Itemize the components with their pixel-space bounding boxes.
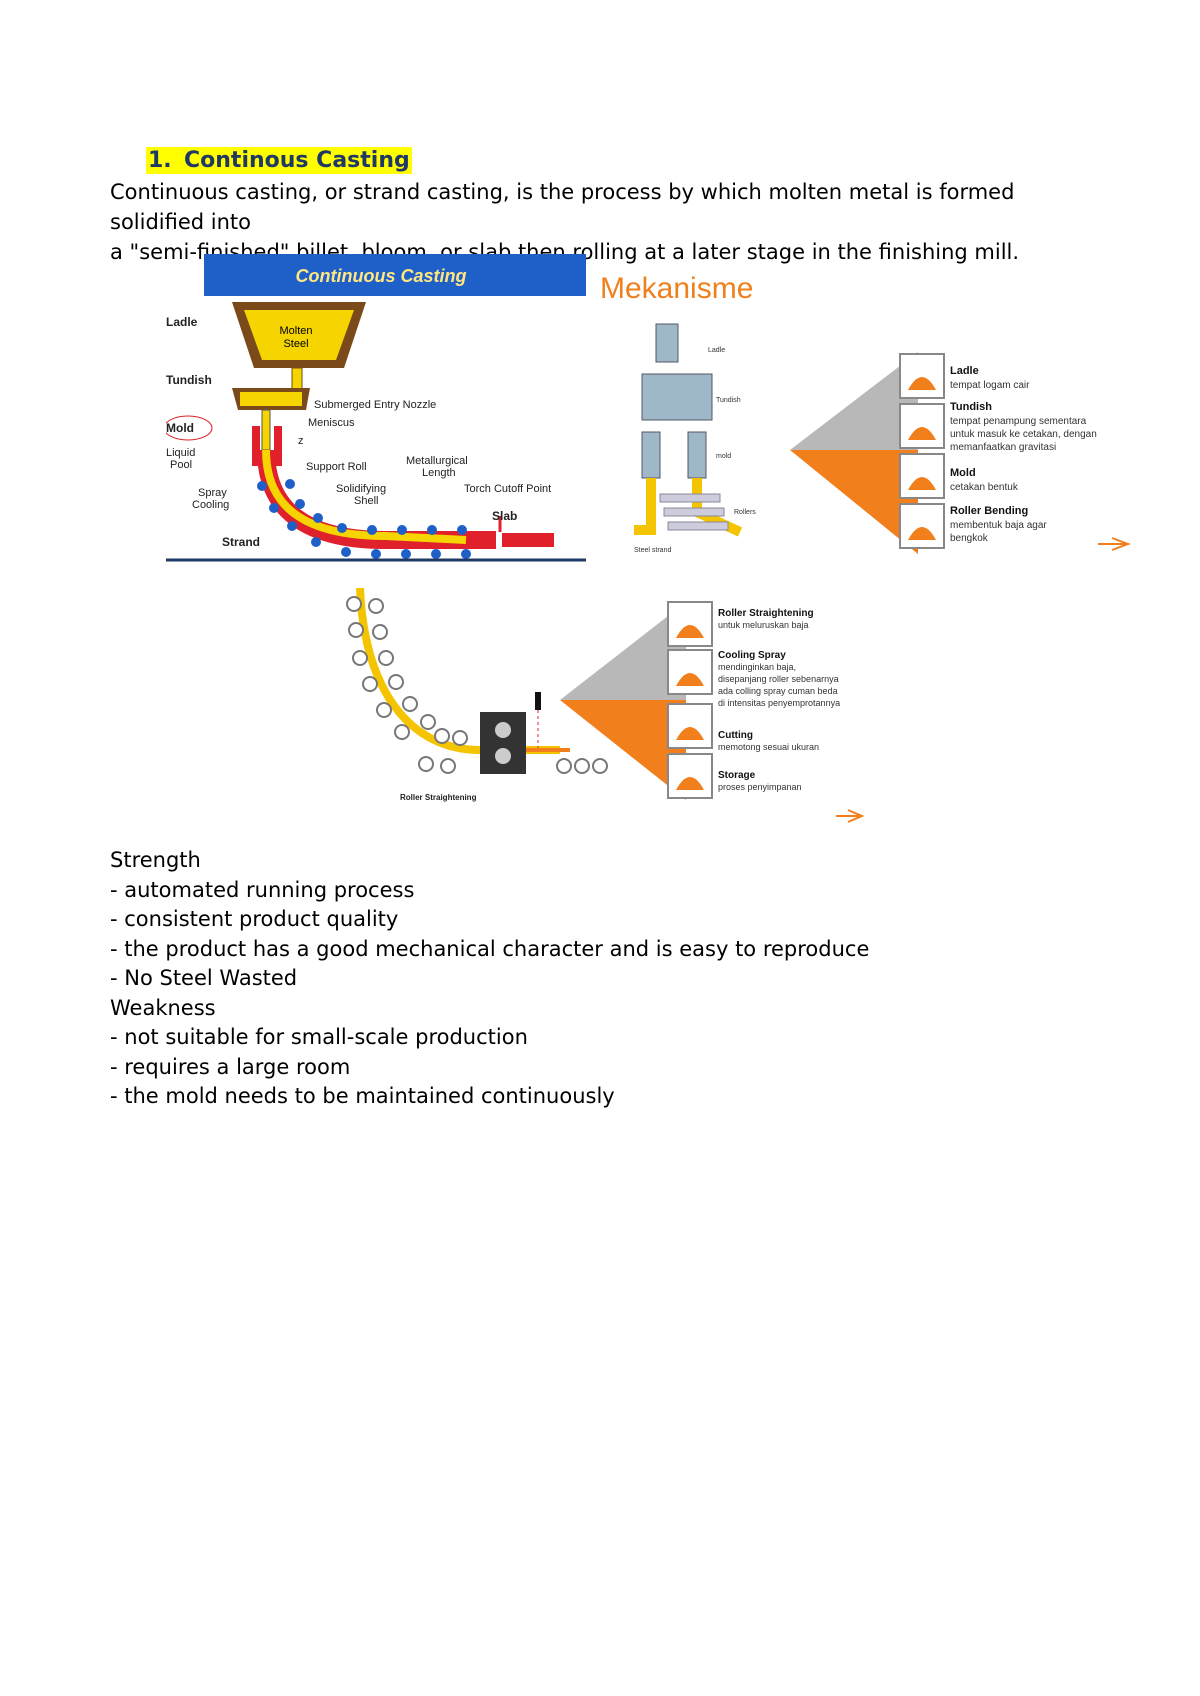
- continuous-casting-diagram: Continuous Casting Molten Steel Ladle Tu…: [166, 254, 586, 562]
- label-strand: Strand: [222, 535, 260, 549]
- proc-item-3-desc: memotong sesuai ukuran: [718, 742, 819, 752]
- label-met-2: Length: [422, 467, 456, 479]
- proc-item-2-desc-1: mendinginkan baja,: [718, 662, 796, 672]
- proc-item-2-desc-2: disepanjang roller sebenarnya: [718, 674, 839, 684]
- molten-steel: [244, 310, 354, 360]
- section-heading: 1. Continous Casting: [146, 147, 412, 174]
- weakness-item: - not suitable for small-scale productio…: [110, 1025, 528, 1049]
- intro-paragraph: Continuous casting, or strand casting, i…: [110, 177, 1110, 267]
- ladle-small: [655, 323, 679, 363]
- straightening-rolls: [346, 596, 608, 774]
- straightening-diagram: Roller Straightening Roller Straightenin…: [346, 587, 865, 823]
- label-liquid-1: Liquid: [166, 447, 195, 459]
- support-rolls: [257, 479, 471, 559]
- label-spray-1: Spray: [198, 487, 227, 499]
- mek-item-3-title: Mold: [950, 467, 976, 479]
- proc-item-3-title: Cutting: [718, 730, 753, 741]
- fan-upper: [790, 352, 918, 450]
- intro-line-1: Continuous casting, or strand casting, i…: [110, 180, 1015, 234]
- weakness-item: - the mold needs to be maintained contin…: [110, 1084, 615, 1108]
- strand-small-1: [634, 478, 656, 535]
- fan-lower: [790, 450, 918, 554]
- strength-item: - consistent product quality: [110, 907, 399, 931]
- mek-item-4-desc-2: bengkok: [950, 533, 989, 544]
- cutter-icon: [535, 692, 541, 710]
- mek-item-4-title: Roller Bending: [950, 505, 1028, 517]
- arrow3-icon: [836, 809, 865, 823]
- label-torch: Torch Cutoff Point: [464, 483, 551, 495]
- banner-text: Continuous Casting: [296, 266, 467, 286]
- tundish-steel: [240, 392, 302, 406]
- label-liquid-2: Pool: [170, 459, 192, 471]
- fan3-upper: [560, 602, 686, 700]
- mek-item-2-desc-3: memanfaatkan gravitasi: [950, 442, 1056, 453]
- label-solid-2: Shell: [354, 495, 378, 507]
- mek-item-1-desc: tempat logam cair: [950, 380, 1030, 391]
- machine-wheel-2: [495, 748, 511, 764]
- label-slab: Slab: [492, 509, 517, 523]
- banner: [204, 254, 586, 296]
- label-sen: Submerged Entry Nozzle: [314, 399, 436, 411]
- roller-straightening-label: Roller Straightening: [400, 793, 477, 802]
- machine-wheel-1: [495, 722, 511, 738]
- tundish-small: [641, 373, 713, 421]
- small-label-tundish: Tundish: [716, 397, 741, 404]
- label-support-roll: Support Roll: [306, 461, 367, 473]
- label-mold: Mold: [166, 421, 194, 435]
- mekanisme-diagram: Mekanisme Ladle Tundish mold Rollers Ste…: [600, 272, 1131, 554]
- proc-item-1-desc: untuk meluruskan baja: [718, 620, 809, 630]
- mek-item-4-desc-1: membentuk baja agar: [950, 520, 1047, 531]
- mek-item-3-desc: cetakan bentuk: [950, 482, 1019, 493]
- mek-item-2-title: Tundish: [950, 401, 992, 413]
- strength-title: Strength: [110, 848, 201, 872]
- proc-item-1-title: Roller Straightening: [718, 608, 814, 619]
- strength-item: - No Steel Wasted: [110, 966, 298, 990]
- strength-weakness-list: Strength - automated running process - c…: [110, 846, 869, 1112]
- mekanisme-title: Mekanisme: [600, 272, 753, 305]
- slab-shape: [502, 533, 554, 547]
- mek-item-2-desc-1: tempat penampung sementara: [950, 416, 1087, 427]
- proc-item-2-desc-3: ada colling spray cuman beda: [718, 686, 838, 696]
- proc-item-4-title: Storage: [718, 770, 756, 781]
- rollers-small: [659, 493, 729, 531]
- fan3-lower: [560, 700, 686, 800]
- label-z: z: [298, 435, 304, 447]
- label-ladle: Ladle: [166, 315, 198, 329]
- label-spray-2: Cooling: [192, 499, 229, 511]
- mold-left: [252, 426, 260, 466]
- entry-nozzle: [261, 409, 271, 451]
- mek-item-2-desc-2: untuk masuk ke cetakan, dengan: [950, 429, 1097, 440]
- process-icons: [667, 601, 713, 799]
- label-meniscus: Meniscus: [308, 417, 355, 429]
- liquid-core: [262, 449, 467, 544]
- label-tundish: Tundish: [166, 373, 212, 387]
- heading-title: Continous Casting: [184, 148, 410, 173]
- label-met-1: Metallurgical: [406, 455, 468, 467]
- strength-item: - automated running process: [110, 877, 415, 902]
- strength-item: - the product has a good mechanical char…: [110, 936, 870, 961]
- weakness-item: - requires a large room: [110, 1054, 351, 1079]
- mold-highlight: [166, 415, 213, 441]
- mekanisme-icons: [899, 353, 945, 549]
- arrow-icon: [1098, 537, 1131, 551]
- proc-item-2-desc-4: di intensitas penyemprotannya: [718, 698, 840, 708]
- label-solid-1: Solidifying: [336, 483, 386, 495]
- proc-item-4-desc: proses penyimpanan: [718, 782, 802, 792]
- straightener-machine: [480, 712, 526, 774]
- molten-label-2: Steel: [283, 338, 308, 350]
- small-label-mold: mold: [716, 453, 731, 460]
- strand-curve: [356, 587, 560, 754]
- small-label-ladle: Ladle: [708, 347, 725, 354]
- molten-label-1: Molten: [279, 325, 312, 337]
- small-label-steel: Steel strand: [634, 547, 671, 554]
- weakness-title: Weakness: [110, 995, 216, 1020]
- mold-right: [274, 426, 282, 466]
- heading-number: 1.: [148, 148, 172, 173]
- mold-small-1: [641, 431, 661, 479]
- mek-item-1-title: Ladle: [950, 365, 979, 377]
- small-label-rollers: Rollers: [734, 509, 756, 516]
- proc-item-2-title: Cooling Spray: [718, 650, 786, 661]
- mold-small-2: [687, 431, 707, 479]
